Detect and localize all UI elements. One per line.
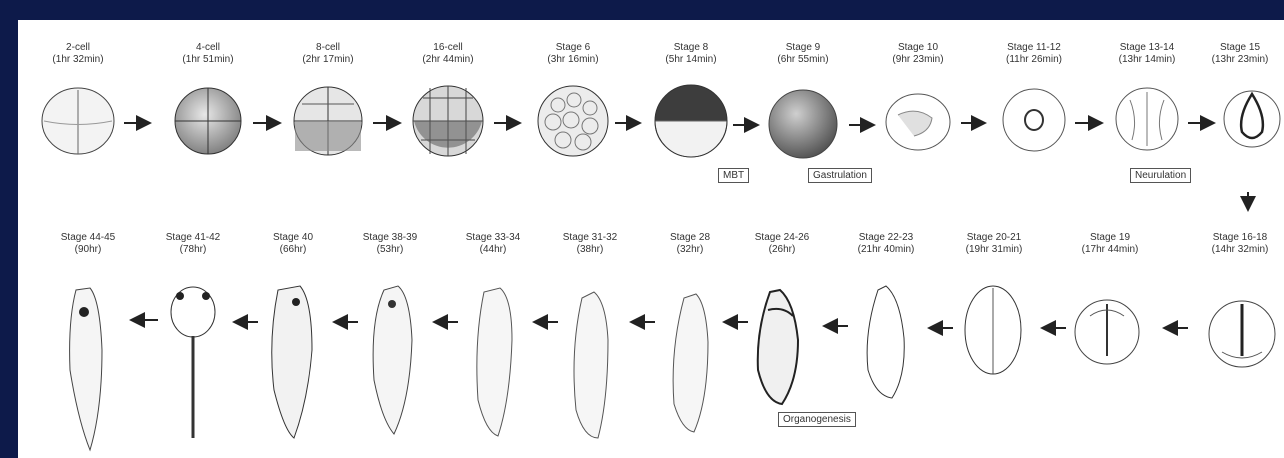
embryo-stage-13-14 bbox=[1116, 88, 1178, 150]
embryo-stage-20-21 bbox=[965, 286, 1021, 374]
embryo-stage-41-42 bbox=[171, 287, 215, 438]
stage-label: Stage 33-34(44hr) bbox=[451, 232, 535, 256]
embryo-stage-9 bbox=[769, 90, 837, 158]
diagram-panel: 2-cell(1hr 32min) 4-cell(1hr 51min) 8-ce… bbox=[18, 20, 1284, 458]
stage-label: Stage 22-23(21hr 40min) bbox=[844, 232, 928, 256]
embryo-stage-44-45 bbox=[70, 288, 102, 450]
stage-label: Stage 28(32hr) bbox=[648, 232, 732, 256]
embryo-stage-33-34 bbox=[477, 288, 512, 436]
embryo-stage-16-18 bbox=[1209, 301, 1275, 367]
embryo-stage-24-26 bbox=[758, 290, 798, 404]
stage-label: Stage 19(17hr 44min) bbox=[1068, 232, 1152, 256]
embryo-stage-8 bbox=[655, 85, 727, 157]
embryo-stage-11-12 bbox=[1003, 89, 1065, 151]
embryo-8-cell bbox=[294, 87, 362, 155]
phase-label-organogenesis: Organogenesis bbox=[778, 412, 856, 427]
phase-label-mbt: MBT bbox=[718, 168, 749, 183]
embryo-4-cell bbox=[175, 88, 241, 154]
phase-label-neurulation: Neurulation bbox=[1130, 168, 1191, 183]
stage-label: 2-cell(1hr 32min) bbox=[36, 42, 120, 66]
embryo-stage-6 bbox=[538, 86, 608, 156]
stage-label: Stage 8(5hr 14min) bbox=[649, 42, 733, 66]
embryo-stage-19 bbox=[1075, 300, 1139, 364]
embryo-stage-22-23 bbox=[867, 286, 904, 398]
stage-label: Stage 24-26(26hr) bbox=[740, 232, 824, 256]
stage-label: Stage 13-14(13hr 14min) bbox=[1105, 42, 1189, 66]
embryo-stage-10 bbox=[886, 94, 950, 150]
stage-label: Stage 15(13hr 23min) bbox=[1198, 42, 1282, 66]
stage-label: Stage 20-21(19hr 31min) bbox=[952, 232, 1036, 256]
stage-label: Stage 40(66hr) bbox=[251, 232, 335, 256]
stage-label: Stage 6(3hr 16min) bbox=[531, 42, 615, 66]
stage-label: Stage 16-18(14hr 32min) bbox=[1198, 232, 1282, 256]
embryo-stage-40 bbox=[272, 286, 312, 438]
embryo-16-cell bbox=[413, 86, 483, 156]
stage-label: Stage 31-32(38hr) bbox=[548, 232, 632, 256]
stage-label: 4-cell(1hr 51min) bbox=[166, 42, 250, 66]
stage-label: Stage 11-12(11hr 26min) bbox=[992, 42, 1076, 66]
stage-label: Stage 41-42(78hr) bbox=[151, 232, 235, 256]
stage-label: Stage 10(9hr 23min) bbox=[876, 42, 960, 66]
stage-label: Stage 44-45(90hr) bbox=[46, 232, 130, 256]
stage-label: 16-cell(2hr 44min) bbox=[406, 42, 490, 66]
embryo-stage-28 bbox=[673, 294, 708, 432]
embryo-stage-15 bbox=[1224, 91, 1280, 147]
embryo-stage-38-39 bbox=[373, 286, 412, 434]
stage-label: Stage 9(6hr 55min) bbox=[761, 42, 845, 66]
embryo-2-cell bbox=[42, 88, 114, 154]
stage-label: Stage 38-39(53hr) bbox=[348, 232, 432, 256]
stage-label: 8-cell(2hr 17min) bbox=[286, 42, 370, 66]
embryo-stage-31-32 bbox=[574, 292, 608, 438]
phase-label-gastrulation: Gastrulation bbox=[808, 168, 872, 183]
